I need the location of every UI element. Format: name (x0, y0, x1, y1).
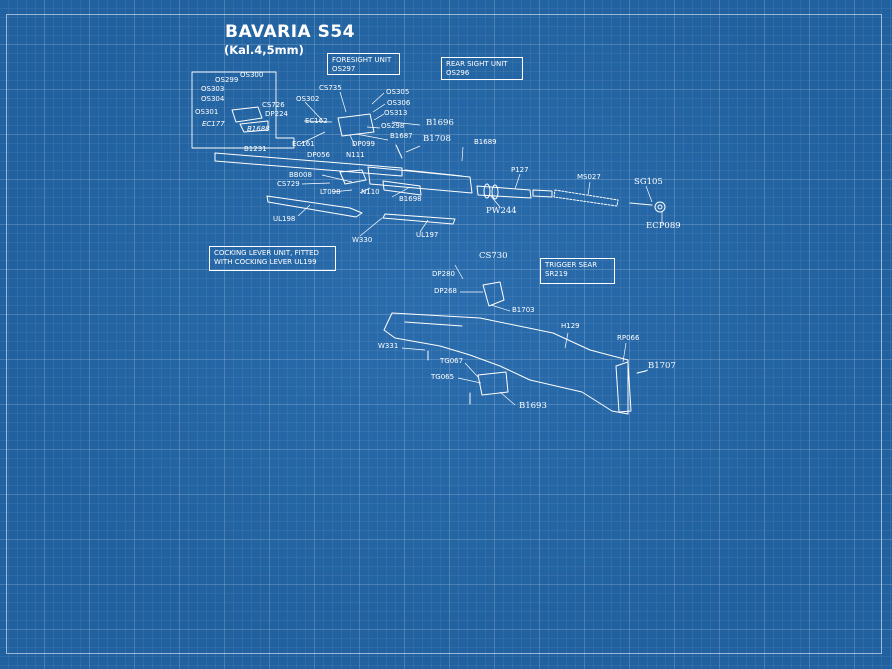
part-label: B1231 (244, 145, 267, 153)
page-subtitle: (Kal.4,5mm) (224, 43, 304, 57)
trigger-sear (482, 281, 505, 307)
part-label: CS735 (319, 84, 342, 92)
part-label: EC177 (202, 120, 225, 128)
part-label: B1703 (512, 306, 535, 314)
part-label: B1693 (519, 401, 547, 411)
part-label: RP066 (617, 334, 640, 342)
part-label: OS298 (381, 122, 405, 130)
stock-channel (404, 321, 463, 327)
part-label: BB008 (289, 171, 312, 179)
end-cap (654, 201, 666, 213)
part-label: B1708 (423, 134, 451, 144)
part-label: SG105 (634, 177, 663, 187)
part-label: N110 (361, 188, 380, 196)
part-label: PW244 (486, 206, 517, 216)
cocking-lever-unit-label: COCKING LEVER UNIT, FITTED WITH COCKING … (209, 246, 336, 271)
part-label: OS301 (195, 108, 219, 116)
rear-sight-unit-label: REAR SIGHT UNIT OS296 (441, 57, 523, 80)
part-label: N111 (346, 151, 365, 159)
breech-block (382, 180, 422, 196)
part-label: B1688 (247, 125, 270, 133)
part-label: EC161 (292, 140, 315, 148)
part-label: B1689 (474, 138, 497, 146)
part-label: TG067 (440, 357, 464, 365)
spring-end-rod (629, 202, 653, 206)
part-label: B1707 (648, 361, 676, 371)
mainspring (553, 189, 619, 207)
part-label: P127 (511, 166, 529, 174)
part-label: ECP089 (646, 221, 681, 231)
part-label: OS313 (384, 109, 408, 117)
rear-sight-unit-line1: REAR SIGHT UNIT (446, 60, 508, 68)
part-label: UL197 (416, 231, 439, 239)
part-label: OS305 (386, 88, 410, 96)
part-label: H129 (561, 322, 580, 330)
page-title: BAVARIA S54 (225, 22, 356, 42)
part-label: OS303 (201, 85, 225, 93)
rear-sight-unit-line2: OS296 (446, 69, 470, 78)
part-label: DP280 (432, 270, 455, 278)
part-label: UL198 (273, 215, 296, 223)
end-cap-inner (657, 204, 663, 210)
part-label: CS726 (262, 101, 285, 109)
part-label: OS306 (387, 99, 411, 107)
stock (383, 312, 629, 415)
leader-lines (297, 91, 663, 406)
part-label: B1698 (399, 195, 422, 203)
part-label: DP268 (434, 287, 457, 295)
foresight-hood (239, 120, 269, 133)
piston (476, 185, 532, 199)
part-label: OS304 (201, 95, 225, 103)
rear-sight-blade (395, 144, 403, 159)
barrel (214, 152, 403, 177)
butt-plate (615, 361, 632, 413)
receiver-rail (404, 169, 463, 177)
part-label: EC162 (305, 117, 328, 125)
part-label: LT098 (320, 188, 341, 196)
part-label: W331 (378, 342, 399, 350)
part-label: B1696 (426, 118, 454, 128)
trigger-sear-line1: TRIGGER SEAR (545, 261, 598, 269)
trigger-guard (477, 371, 509, 396)
part-label: B1687 (390, 132, 413, 140)
cocking-lever (266, 195, 363, 218)
part-label: OS300 (240, 71, 264, 79)
part-label: CS729 (277, 180, 300, 188)
part-label: OS299 (215, 76, 239, 84)
spring-guide (532, 189, 553, 198)
part-label: DP056 (307, 151, 330, 159)
foresight-unit-label: FORESIGHT UNIT OS297 (327, 53, 400, 75)
rear-sight-parts (337, 113, 375, 137)
part-label: W330 (352, 236, 373, 244)
part-label: CS730 (479, 251, 508, 261)
cocking-lever-unit-line2: WITH COCKING LEVER UL199 (214, 258, 317, 267)
part-label: MS027 (577, 173, 601, 181)
foresight-inset-frame (191, 71, 295, 149)
foresight-unit-line2: OS297 (332, 65, 356, 74)
part-label: DP224 (265, 110, 288, 118)
trigger-sear-line2: SR219 (545, 270, 568, 279)
cocking-link (382, 213, 456, 225)
cocking-lever-unit-line1: COCKING LEVER UNIT, FITTED (214, 249, 319, 257)
part-label: DP099 (352, 140, 375, 148)
part-label: OS302 (296, 95, 320, 103)
foresight-unit-line1: FORESIGHT UNIT (332, 56, 392, 64)
piston-washer-b (491, 184, 499, 200)
part-label: TG065 (431, 373, 455, 381)
foresight-parts (231, 106, 263, 123)
piston-washer-a (483, 183, 491, 199)
trigger-sear-label: TRIGGER SEAR SR219 (540, 258, 615, 284)
